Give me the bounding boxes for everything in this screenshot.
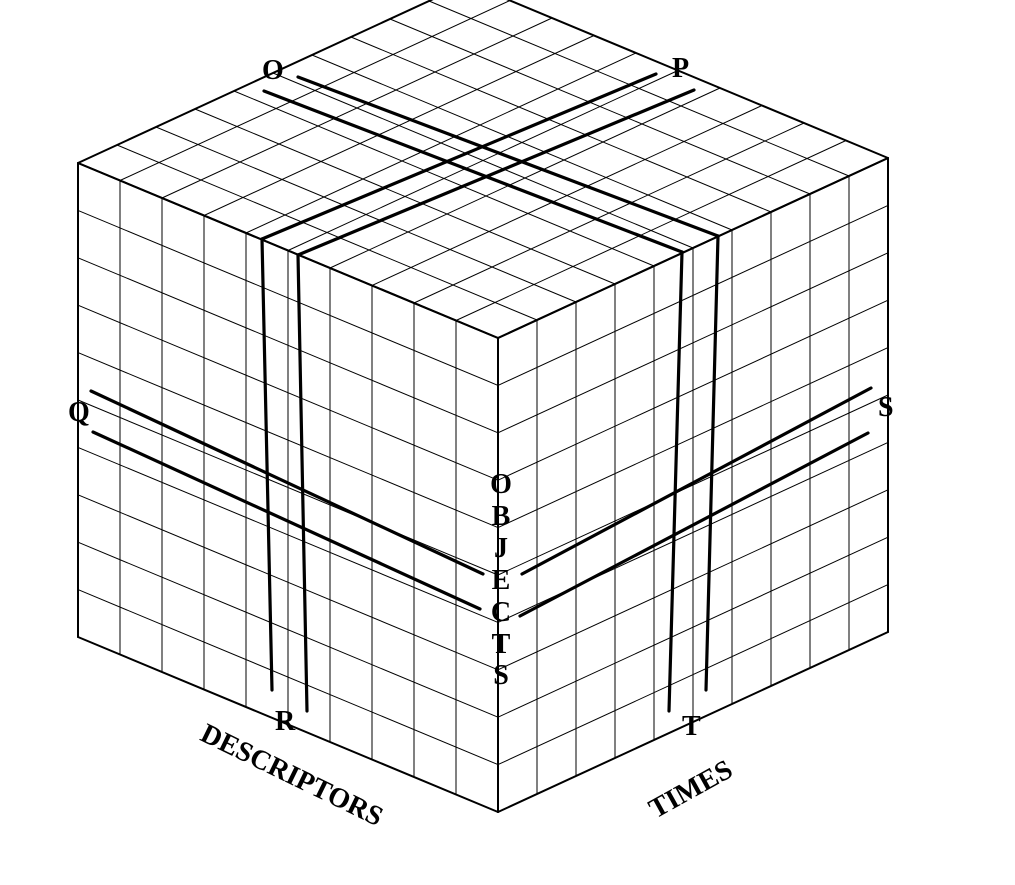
objects-letter-4: E <box>492 565 511 596</box>
left-face-grid-line <box>77 494 499 671</box>
objects-letter-3: J <box>494 533 508 564</box>
slice-p-line <box>296 88 696 257</box>
slice-label-p: P <box>672 53 689 84</box>
top-face-grid-line <box>350 36 772 213</box>
top-face-grid-line <box>77 0 434 164</box>
times-axis-label: TIMES <box>644 754 738 825</box>
slice-p-line <box>260 72 658 241</box>
objects-letter-6: T <box>492 629 511 660</box>
right-face-grid-line <box>497 489 889 671</box>
objects-letter-5: C <box>491 597 511 628</box>
left-face-grid-line <box>77 446 499 623</box>
cube-grid <box>77 0 889 813</box>
right-face-grid-line <box>497 584 889 766</box>
objects-letter-7: S <box>493 660 509 691</box>
slice-label-q: Q <box>68 397 90 428</box>
slice-r-line <box>260 237 274 692</box>
slice-q-line <box>89 389 485 576</box>
slice-label-t: T <box>682 711 701 742</box>
top-face-grid-line <box>203 35 595 216</box>
top-face-grid-line <box>272 72 694 249</box>
right-face-grid-line <box>497 536 889 718</box>
top-face-grid-line <box>119 0 511 181</box>
slice-t-line <box>704 234 720 692</box>
top-face-grid-line <box>245 52 637 234</box>
slice-s-line <box>518 431 870 618</box>
slice-label-o: O <box>262 55 284 86</box>
top-face-grid-line <box>389 18 811 195</box>
objects-letter-1: O <box>490 469 512 500</box>
slice-o-line <box>262 89 684 254</box>
left-face-grid-line <box>77 399 499 576</box>
top-face-grid-line <box>506 0 889 159</box>
right-face-grid-line <box>497 394 889 576</box>
top-face-grid-line <box>428 0 850 177</box>
left-face-grid-line <box>77 541 499 718</box>
slice-label-s: S <box>878 392 894 423</box>
slice-t-line <box>667 250 684 713</box>
slice-r-line <box>296 253 309 713</box>
slice-lines <box>89 72 873 713</box>
left-face-grid-line <box>77 636 499 813</box>
top-face-grid-line <box>311 54 733 231</box>
objects-letter-2: B <box>492 501 511 532</box>
slice-q-line <box>91 430 482 611</box>
slice-s-line <box>520 386 873 576</box>
top-face-grid-line <box>161 17 553 199</box>
slice-o-line <box>296 75 720 238</box>
slice-label-r: R <box>275 706 296 737</box>
right-face-grid-line <box>497 631 889 813</box>
left-face-grid-line <box>77 589 499 766</box>
